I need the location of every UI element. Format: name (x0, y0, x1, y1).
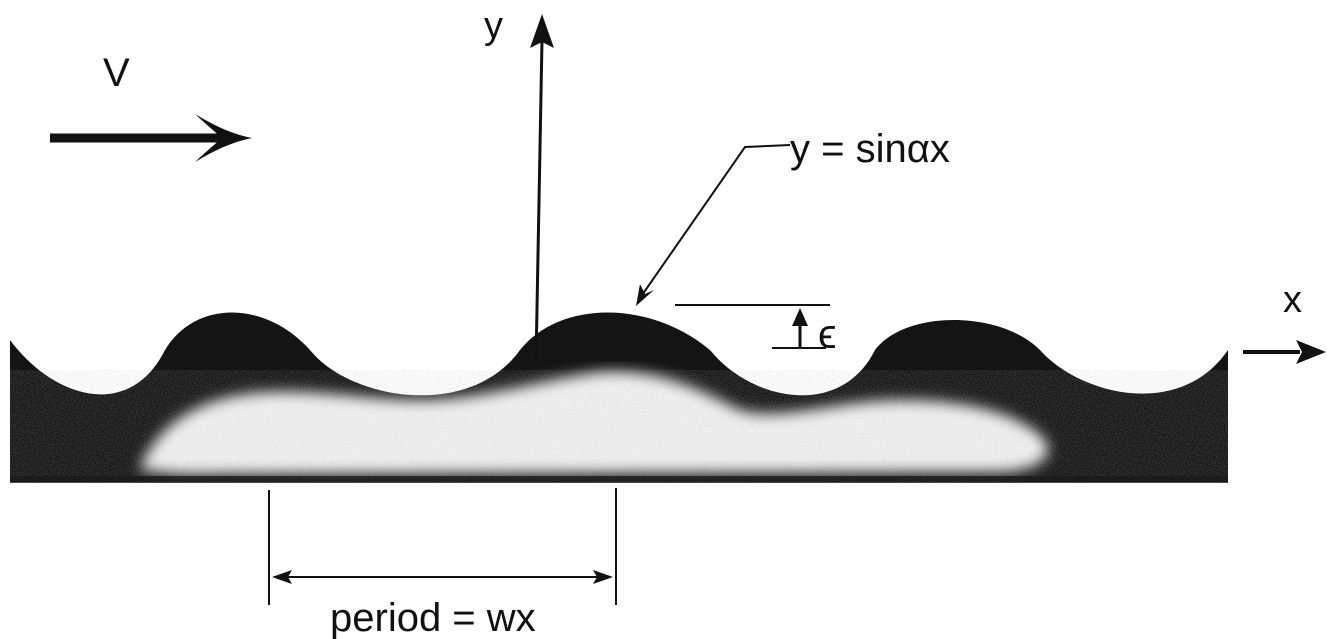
period-dimension (268, 488, 617, 605)
velocity-label: V (103, 51, 130, 95)
body-texture (10, 370, 1228, 482)
x-axis-arrow (1243, 340, 1326, 364)
y-axis (530, 14, 554, 363)
amplitude-label: ϵ (818, 310, 837, 357)
y-axis-label: y (484, 5, 503, 47)
wavy-body (10, 312, 1228, 483)
velocity-arrow (50, 114, 252, 162)
equation-leader (636, 144, 791, 306)
x-axis-label: x (1283, 279, 1302, 321)
period-label: period = wx (330, 596, 536, 639)
surface-equation: y = sinαx (790, 127, 950, 171)
amplitude-marker (675, 304, 830, 349)
body-baseline (10, 476, 1228, 483)
